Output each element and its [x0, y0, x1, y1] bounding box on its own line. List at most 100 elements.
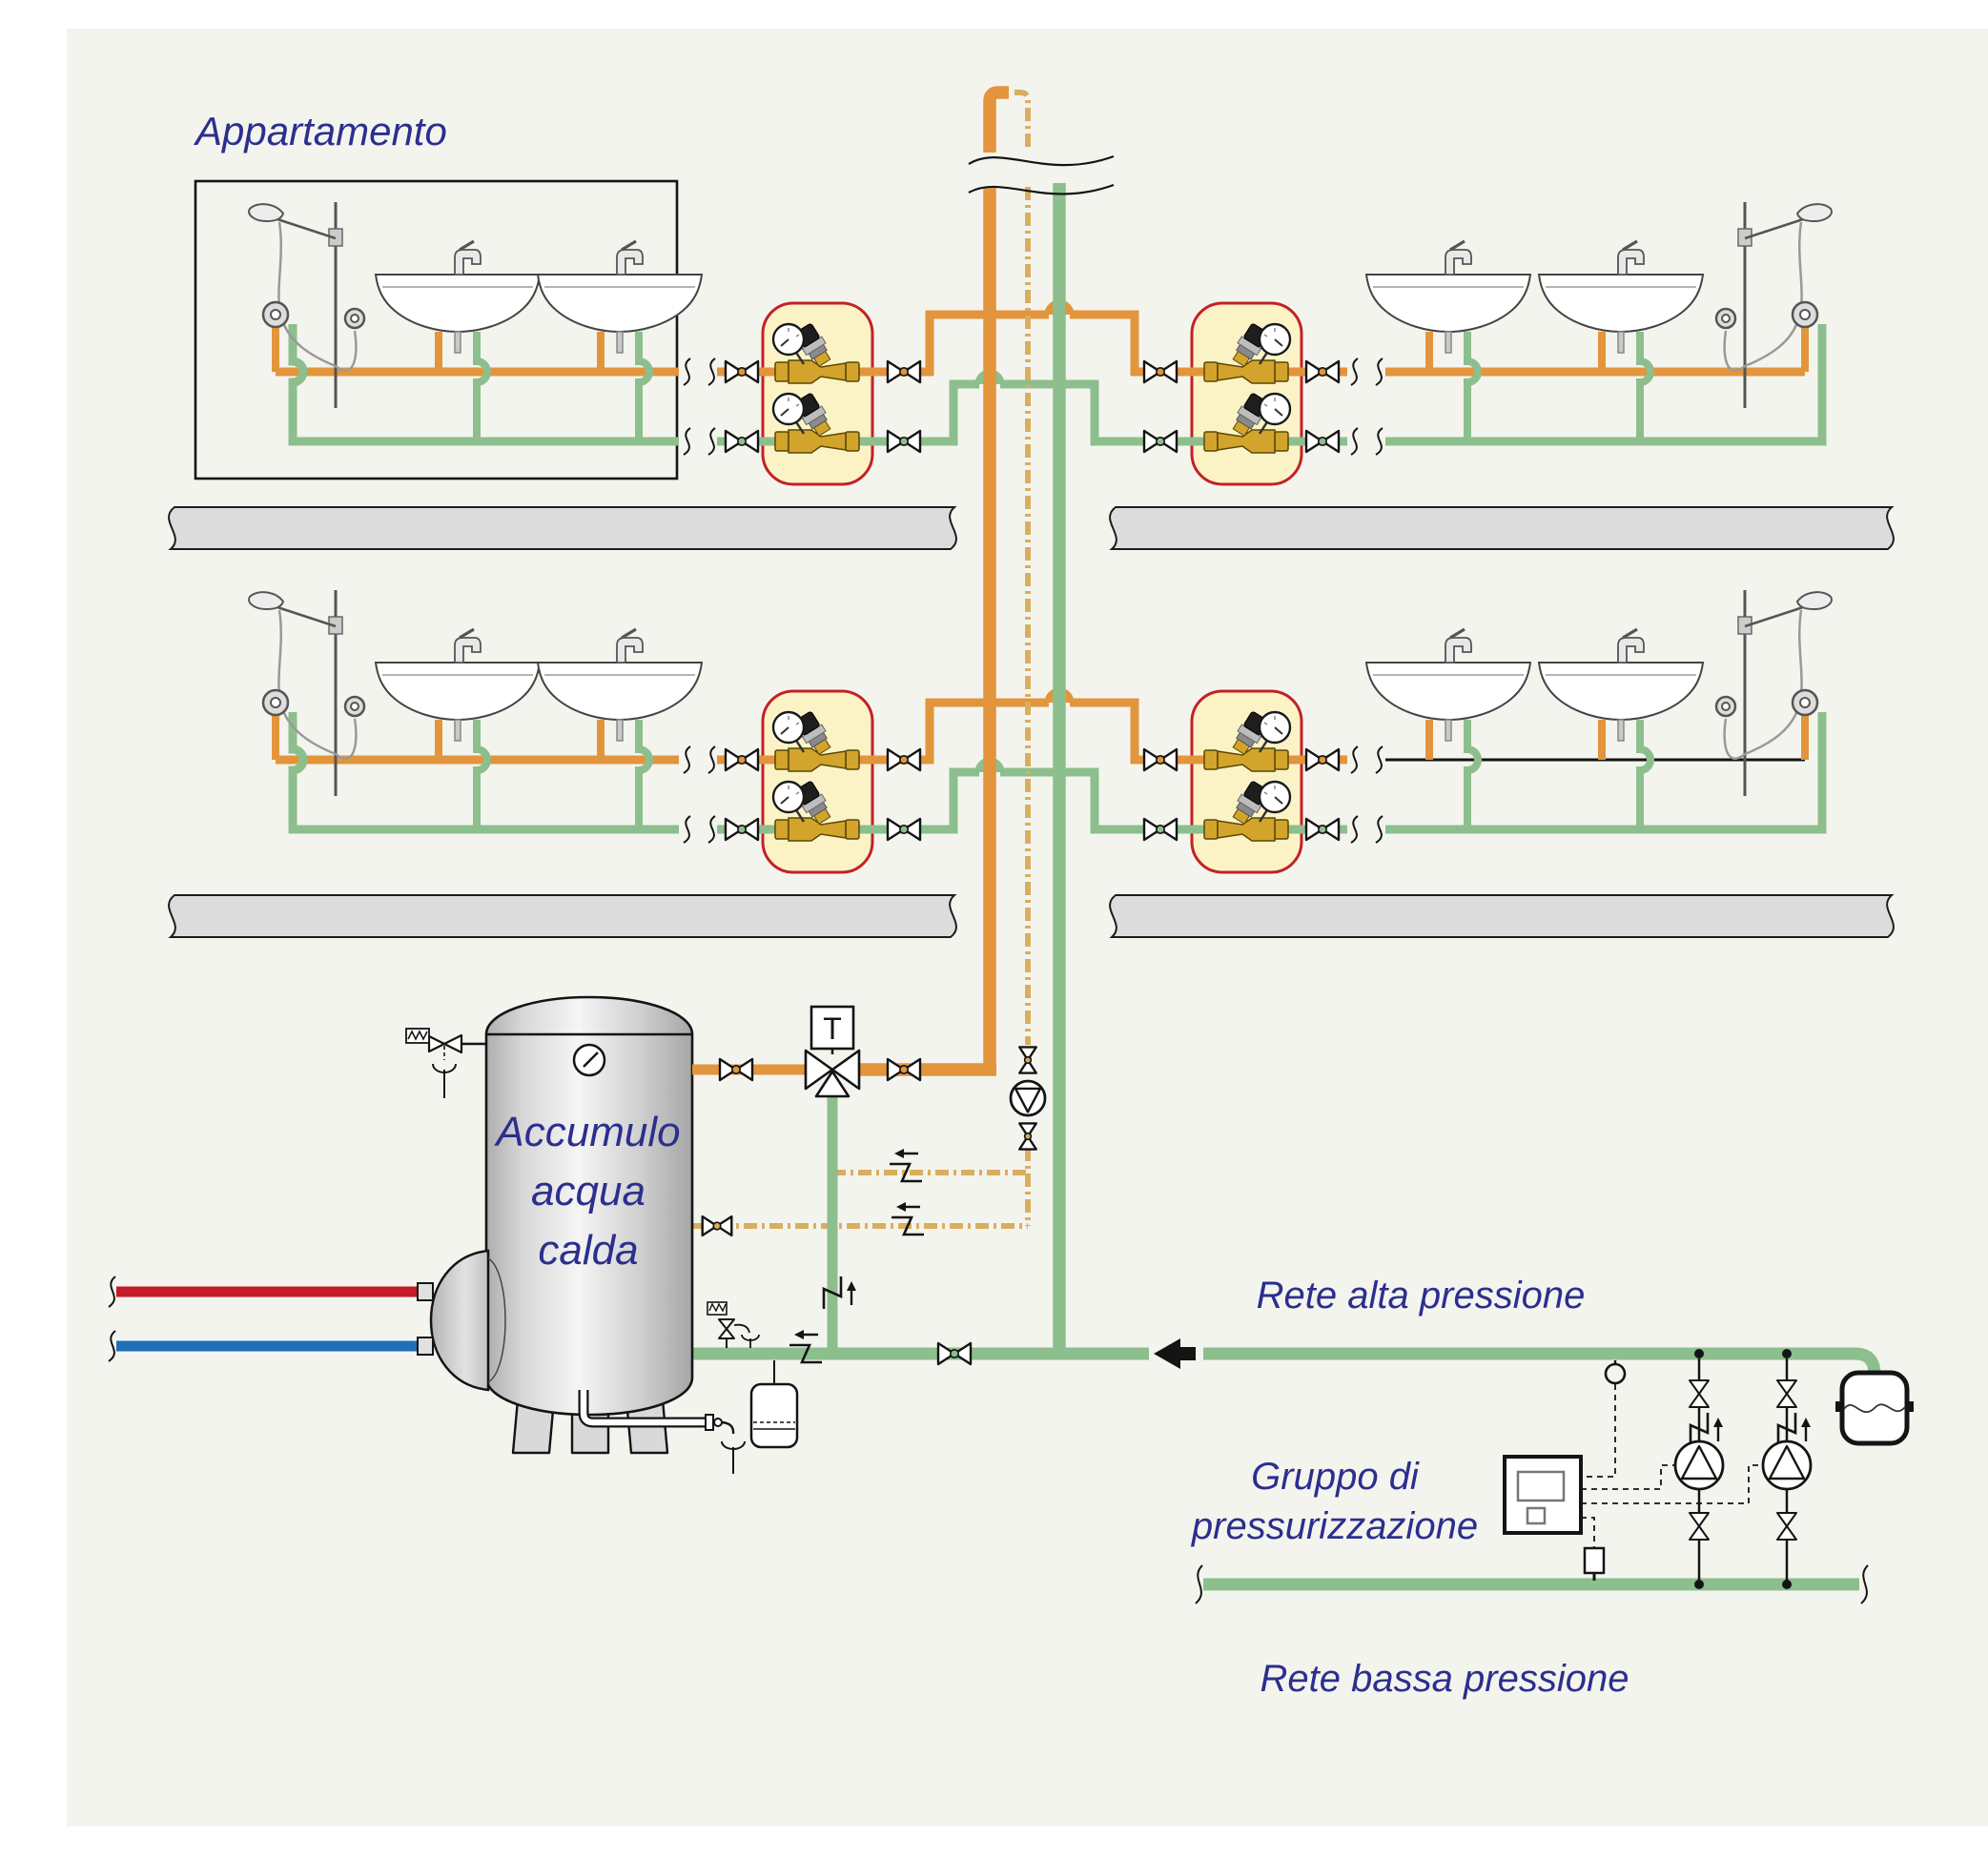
- check-valve-icon: [1689, 1413, 1723, 1445]
- sink-fixture: [1364, 627, 1532, 742]
- pressure-reducer-icon: [1203, 322, 1292, 384]
- riser-break: [968, 183, 1115, 195]
- sink-fixture: [536, 239, 704, 354]
- pipe-break-icon: [1860, 1564, 1869, 1604]
- sink-fixture: [374, 627, 542, 742]
- pipe-break-icon: [683, 745, 691, 774]
- flow-direction-arrow-icon: [1154, 1338, 1196, 1369]
- floor-slab: [1109, 506, 1895, 550]
- pressure-transducer-icon: [1604, 1360, 1627, 1385]
- shutoff-valve-icon: [1776, 1512, 1797, 1541]
- pipe-break-icon: [108, 1276, 116, 1308]
- pressure-reducer-icon: [771, 780, 860, 842]
- apartment-label: Appartamento: [193, 109, 447, 153]
- sink-fixture: [1537, 627, 1705, 742]
- pipe-break-icon: [683, 427, 691, 456]
- shutoff-valve-icon: [724, 747, 760, 772]
- shower-fixture: [248, 590, 366, 796]
- shutoff-valve-icon: [886, 429, 922, 454]
- apartment-box: [194, 179, 679, 480]
- cold-water-pipes: [288, 324, 1827, 446]
- pressure-switch-icon: [1583, 1546, 1606, 1581]
- discharge-funnel-icon: [721, 1440, 746, 1474]
- flange: [417, 1249, 506, 1392]
- pipe-break-icon: [1375, 745, 1383, 774]
- pressure-reducer-icon: [1203, 780, 1292, 842]
- shower-fixture: [1714, 202, 1833, 408]
- gauge-icon: [1258, 322, 1292, 357]
- pump-icon: [1673, 1439, 1725, 1491]
- gauge-icon: [771, 710, 806, 745]
- pipe-break-icon: [1350, 815, 1359, 844]
- gauge-icon: [1258, 710, 1292, 745]
- gauge-icon: [1258, 780, 1292, 814]
- pipe-break-icon: [683, 815, 691, 844]
- shutoff-valve-icon: [886, 747, 922, 772]
- pipe-break-icon: [1375, 427, 1383, 456]
- pipe-break-icon: [1195, 1564, 1203, 1604]
- pipe-break-icon: [707, 815, 716, 844]
- thermostat-label: T: [823, 1011, 842, 1046]
- gauge-icon: [1258, 392, 1292, 426]
- shutoff-valve-icon: [718, 1057, 754, 1082]
- floor-slab: [168, 894, 957, 938]
- recirculation-pump: [1009, 1079, 1047, 1117]
- pipe-break-icon: [1350, 427, 1359, 456]
- shutoff-valve-icon: [886, 817, 922, 842]
- shutoff-valve-icon: [1142, 429, 1178, 454]
- high-pressure-label: Rete alta pressione: [1257, 1275, 1586, 1317]
- check-valve-icon: [1776, 1413, 1811, 1445]
- pipe-break-icon: [707, 357, 716, 386]
- check-valve-icon: [890, 1149, 922, 1183]
- pipe-break-icon: [707, 427, 716, 456]
- shutoff-valve-icon: [886, 359, 922, 384]
- shutoff-valve-icon: [936, 1341, 973, 1366]
- shutoff-valve-icon: [724, 359, 760, 384]
- pipe-break-icon: [707, 745, 716, 774]
- thermometer-icon: [572, 1043, 606, 1077]
- shutoff-valve-icon: [1304, 817, 1341, 842]
- pressurization-group: [1673, 1349, 1813, 1589]
- tank-label-line1: Accumulo: [493, 1109, 680, 1155]
- control-wiring: [1581, 1384, 1762, 1548]
- gauge-icon: [771, 392, 806, 426]
- expansion-vessel-icon: [749, 1360, 799, 1449]
- check-valve-icon: [822, 1276, 856, 1309]
- three-way-mixing-valve-icon: [804, 1049, 861, 1098]
- pressure-reducer-icon: [771, 322, 860, 384]
- shutoff-valve-icon: [1689, 1379, 1710, 1408]
- hot-water-riser: [859, 86, 1009, 1076]
- check-valve-icon: [892, 1202, 924, 1236]
- pump-icon: [1009, 1079, 1047, 1117]
- shutoff-valve-icon: [1142, 747, 1178, 772]
- shutoff-valve-icon: [724, 817, 760, 842]
- riser-break: [968, 154, 1115, 167]
- floor-slab: [168, 506, 957, 550]
- pipe-break-icon: [1350, 357, 1359, 386]
- tank-label-line3: calda: [538, 1227, 638, 1274]
- pipe-break-icon: [108, 1330, 116, 1362]
- pump-icon: [1761, 1439, 1813, 1491]
- shower-fixture: [248, 202, 366, 408]
- shutoff-valve-icon: [1304, 429, 1341, 454]
- pipe-break-icon: [1375, 815, 1383, 844]
- shutoff-valve-icon: [1776, 1379, 1797, 1408]
- gauge-icon: [771, 780, 806, 814]
- drain-valve: [578, 1390, 746, 1474]
- sink-fixture: [1364, 239, 1532, 354]
- recirculation-pipes: [692, 90, 1031, 1229]
- control-unit: [1503, 1455, 1583, 1535]
- check-valve-icon: [789, 1330, 822, 1364]
- pressurization-label-line2: pressurizzazione: [1191, 1505, 1478, 1547]
- shutoff-valve-icon: [1017, 1046, 1038, 1074]
- tank-label-line2: acqua: [531, 1168, 646, 1215]
- shutoff-valve-icon: [701, 1215, 733, 1237]
- safety-relief-valve-icon: [405, 1028, 486, 1098]
- shutoff-valve-icon: [1304, 747, 1341, 772]
- sink-fixture: [374, 239, 542, 354]
- shutoff-valve-icon: [1142, 817, 1178, 842]
- shutoff-valve-icon: [1142, 359, 1178, 384]
- shutoff-valve-icon: [886, 1057, 922, 1082]
